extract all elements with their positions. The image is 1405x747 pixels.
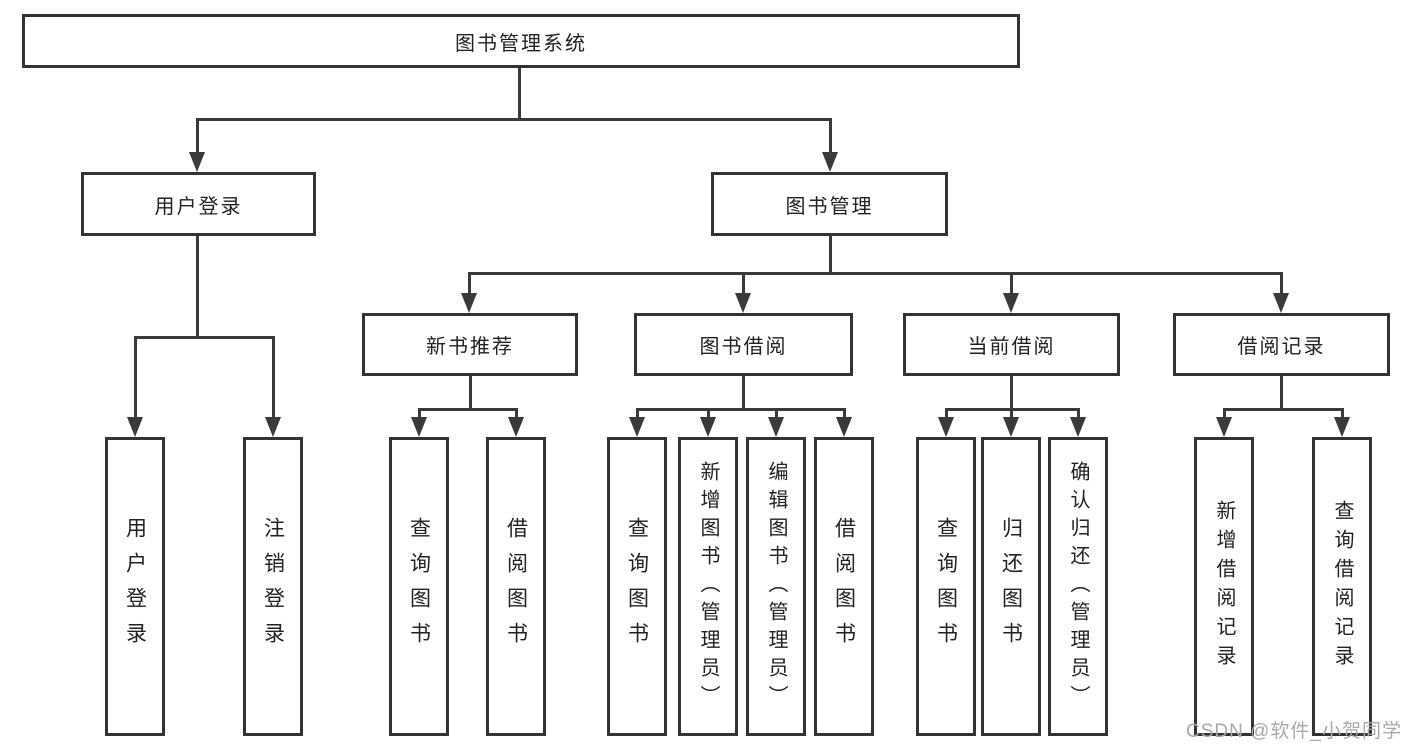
arrowhead-icon xyxy=(768,417,784,437)
leaf-label: 注销登录 xyxy=(261,516,285,657)
arrowhead-icon xyxy=(1003,293,1019,313)
edge-drop-leaf xyxy=(272,336,275,419)
leaf-label: 查询图书 xyxy=(625,516,649,657)
edge-drop-level3 xyxy=(1010,272,1013,295)
edge-book-management-stem xyxy=(829,236,832,275)
leaf-add-books-admin: 新增图书（管理员） xyxy=(678,437,738,736)
leaf-label: 查询借阅记录 xyxy=(1331,499,1353,674)
leaf-query-borrow-record: 查询借阅记录 xyxy=(1312,437,1372,736)
node-book-borrowing-label: 图书借阅 xyxy=(699,336,788,358)
edge-root-stem xyxy=(518,68,521,120)
leaf-borrow-books-borrowing: 借阅图书 xyxy=(814,437,874,736)
node-book-management-label: 图书管理 xyxy=(785,195,874,218)
leaf-user-login: 用户登录 xyxy=(105,437,165,736)
edge-drop-leaf xyxy=(775,408,778,420)
arrowhead-icon xyxy=(411,417,427,437)
leaf-label: 借阅图书 xyxy=(504,516,528,657)
node-borrowing-records: 借阅记录 xyxy=(1173,313,1390,376)
arrowhead-icon xyxy=(629,417,645,437)
edge-records-stem xyxy=(1280,376,1283,411)
leaf-confirm-return-admin: 确认归还（管理员） xyxy=(1048,437,1108,736)
csdn-watermark: CSDN @软件_小贺同学 xyxy=(1186,721,1402,742)
leaf-label: 新增借阅记录 xyxy=(1213,499,1235,674)
edge-drop-user-login xyxy=(196,118,199,154)
edge-drop-leaf xyxy=(707,408,710,420)
node-root-label: 图书管理系统 xyxy=(455,32,587,55)
leaf-label: 归还图书 xyxy=(999,516,1023,657)
edge-drop-leaf xyxy=(636,408,639,420)
edge-root-hbar xyxy=(196,118,832,121)
node-current-borrowing: 当前借阅 xyxy=(903,313,1120,376)
edge-drop-leaf xyxy=(515,408,518,420)
edge-current-stem xyxy=(1010,376,1013,411)
arrowhead-icon xyxy=(1003,417,1019,437)
leaf-return-books: 归还图书 xyxy=(981,437,1041,736)
edge-user-login-stem xyxy=(196,236,199,338)
leaf-query-books-borrowing: 查询图书 xyxy=(607,437,667,736)
arrowhead-icon xyxy=(735,293,751,313)
arrowhead-icon xyxy=(1070,417,1086,437)
node-borrowing-records-label: 借阅记录 xyxy=(1237,336,1326,358)
leaf-add-borrow-record: 新增借阅记录 xyxy=(1194,437,1254,736)
edge-drop-leaf xyxy=(843,408,846,420)
arrowhead-icon xyxy=(127,417,143,437)
edge-drop-level3 xyxy=(468,272,471,295)
leaf-logout: 注销登录 xyxy=(243,437,303,736)
arrowhead-icon xyxy=(265,417,281,437)
edge-drop-leaf xyxy=(1341,408,1344,420)
edge-book-management-hbar xyxy=(468,272,1283,275)
edge-drop-leaf xyxy=(1223,408,1226,420)
edge-records-hbar xyxy=(1223,408,1344,411)
leaf-label: 编辑图书（管理员） xyxy=(765,460,787,713)
arrowhead-icon xyxy=(822,152,838,172)
edge-drop-leaf xyxy=(418,408,421,420)
node-user-login-label: 用户登录 xyxy=(154,195,243,218)
edge-user-login-hbar xyxy=(134,336,275,339)
arrowhead-icon xyxy=(508,417,524,437)
arrowhead-icon xyxy=(189,152,205,172)
node-user-login: 用户登录 xyxy=(81,172,316,236)
arrowhead-icon xyxy=(1273,293,1289,313)
leaf-label: 用户登录 xyxy=(123,516,147,657)
edge-recommend-stem xyxy=(469,376,472,411)
edge-drop-book-management xyxy=(829,118,832,154)
leaf-label: 借阅图书 xyxy=(832,516,856,657)
leaf-query-books-recommend: 查询图书 xyxy=(389,437,449,736)
arrowhead-icon xyxy=(836,417,852,437)
leaf-borrow-books-recommend: 借阅图书 xyxy=(486,437,546,736)
leaf-label: 确认归还（管理员） xyxy=(1067,460,1089,713)
node-current-borrowing-label: 当前借阅 xyxy=(967,336,1056,358)
arrowhead-icon xyxy=(461,293,477,313)
arrowhead-icon xyxy=(1216,417,1232,437)
edge-drop-leaf xyxy=(945,408,948,420)
edge-borrowing-hbar xyxy=(636,408,846,411)
edge-drop-leaf xyxy=(1077,408,1080,420)
arrowhead-icon xyxy=(1334,417,1350,437)
node-book-management: 图书管理 xyxy=(711,172,948,236)
edge-drop-level3 xyxy=(742,272,745,295)
arrowhead-icon xyxy=(700,417,716,437)
leaf-label: 查询图书 xyxy=(407,516,431,657)
leaf-label: 新增图书（管理员） xyxy=(697,460,719,713)
leaf-label: 查询图书 xyxy=(934,516,958,657)
edge-borrowing-stem xyxy=(742,376,745,411)
edge-drop-leaf xyxy=(134,336,137,419)
edge-drop-leaf xyxy=(1010,408,1013,420)
leaf-edit-books-admin: 编辑图书（管理员） xyxy=(746,437,806,736)
edge-recommend-hbar xyxy=(418,408,518,411)
edge-drop-level3 xyxy=(1280,272,1283,295)
node-new-book-recommendation-label: 新书推荐 xyxy=(426,336,514,358)
leaf-query-books-current: 查询图书 xyxy=(916,437,976,736)
arrowhead-icon xyxy=(938,417,954,437)
node-root: 图书管理系统 xyxy=(22,14,1020,68)
node-new-book-recommendation: 新书推荐 xyxy=(362,313,578,376)
node-book-borrowing: 图书借阅 xyxy=(634,313,853,376)
